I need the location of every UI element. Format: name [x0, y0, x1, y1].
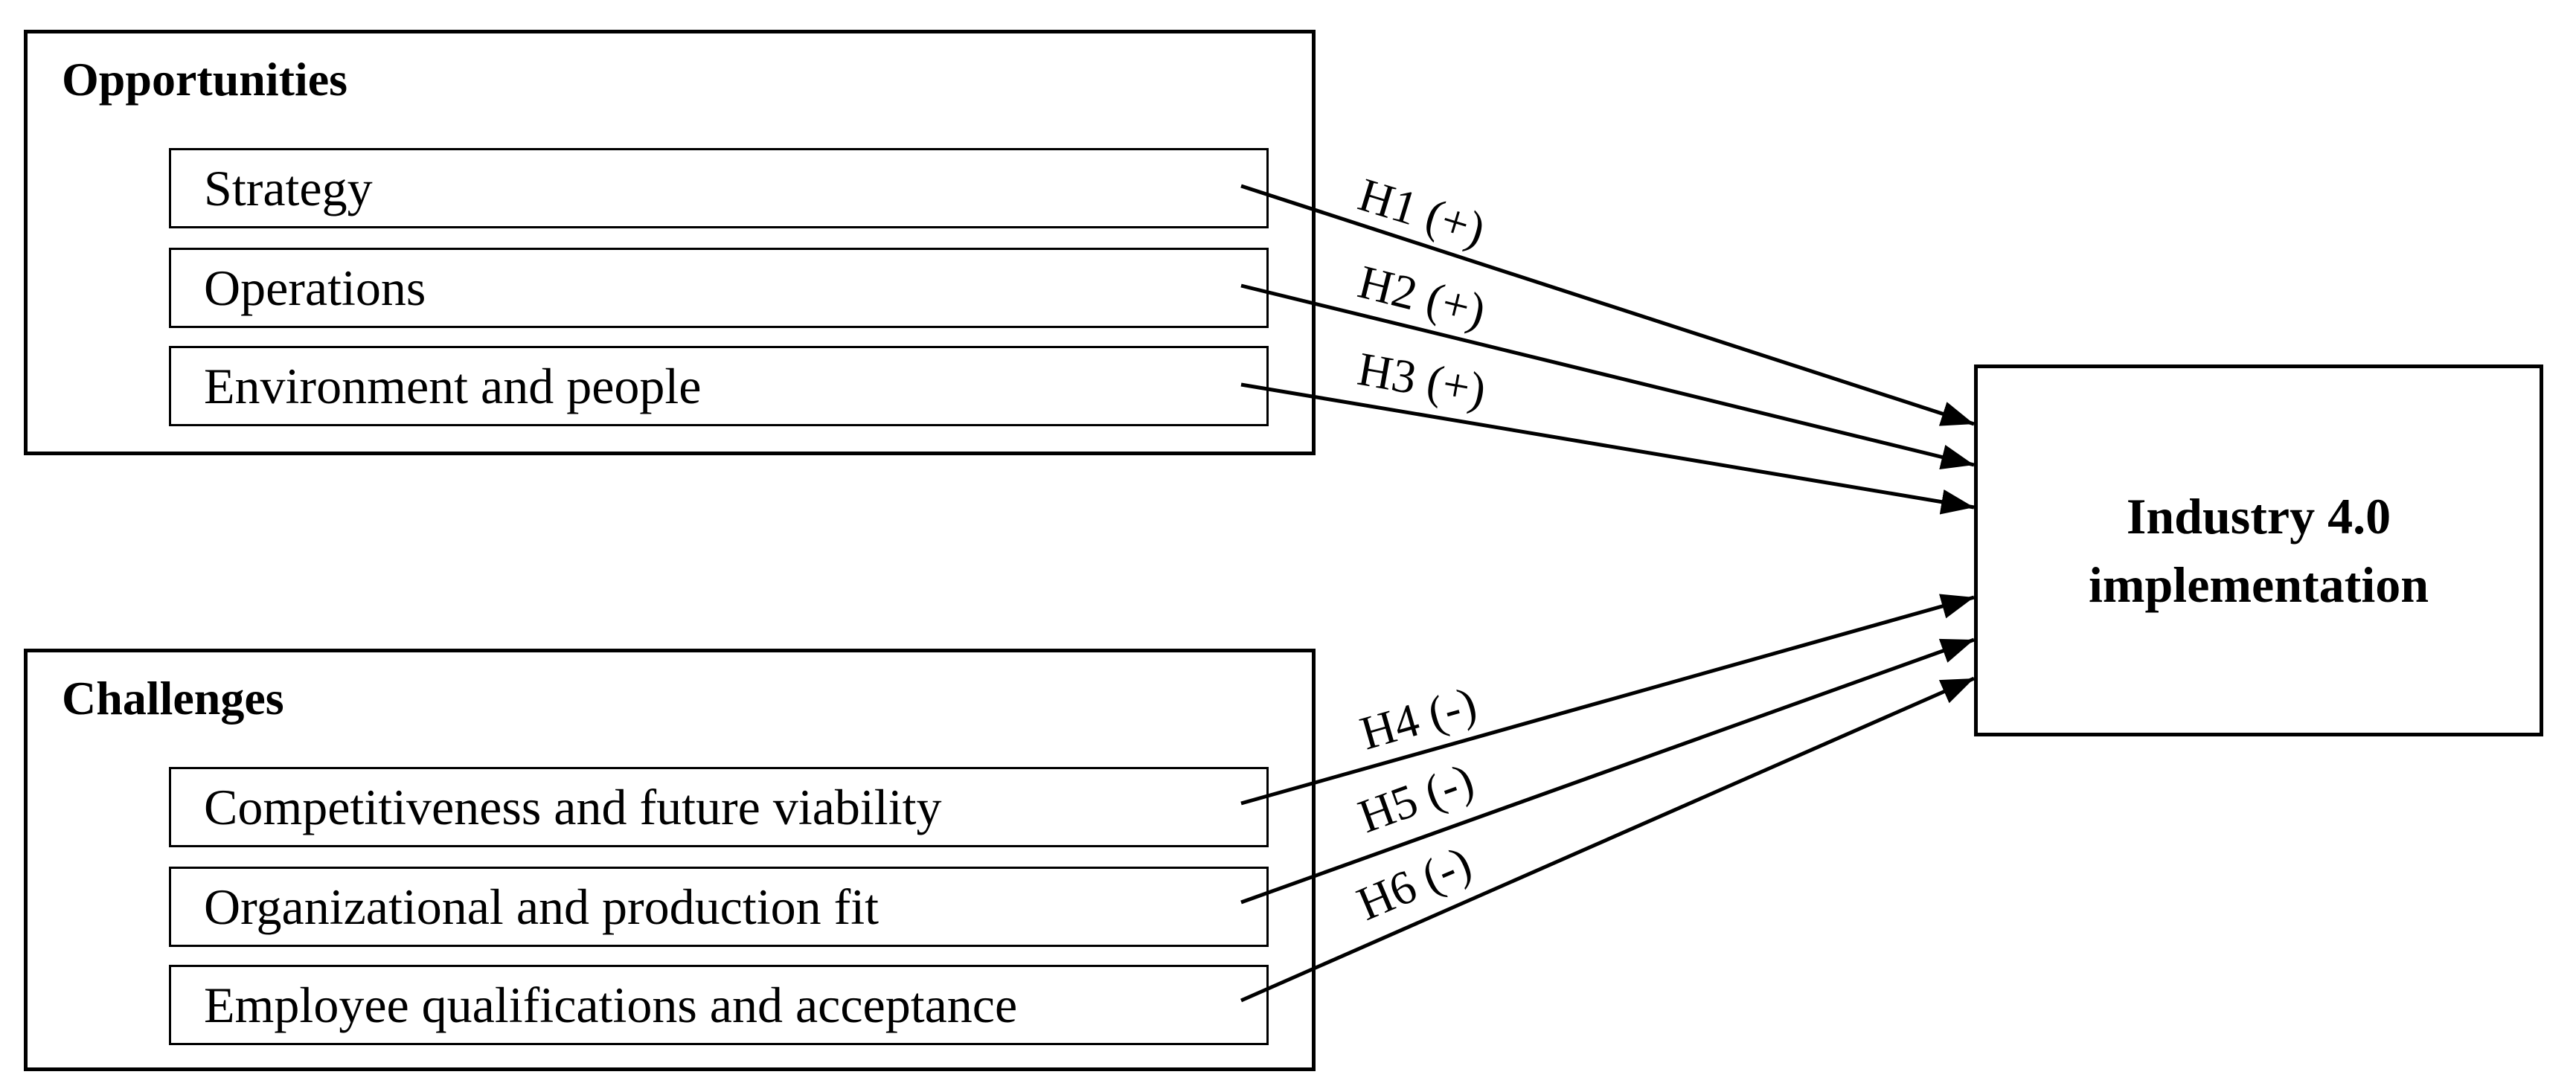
industry-4-0-implementation-box: Industry 4.0 implementation: [1974, 364, 2543, 736]
employee-qualifications-box: Employee qualifications and acceptance: [169, 965, 1269, 1045]
h4-arrow: [1240, 594, 1975, 806]
competitiveness-label: Competitiveness and future viability: [204, 779, 942, 835]
employee-qualifications-label: Employee qualifications and acceptance: [204, 977, 1018, 1033]
h1-label: H1 (+): [1353, 167, 1491, 255]
operations-label: Operations: [204, 260, 426, 316]
environment-people-box: Environment and people: [169, 346, 1269, 426]
strategy-box: Strategy: [169, 148, 1269, 228]
h5-arrow: [1240, 637, 1975, 905]
challenges-title: Challenges: [62, 672, 284, 725]
h6-label: H6 (-): [1350, 836, 1478, 931]
opportunities-group: Opportunities Strategy Operations Enviro…: [24, 30, 1316, 455]
challenges-group: Challenges Competitiveness and future vi…: [24, 649, 1316, 1071]
outcome-line-1: Industry 4.0: [2126, 488, 2391, 545]
competitiveness-box: Competitiveness and future viability: [169, 767, 1269, 847]
organizational-fit-box: Organizational and production fit: [169, 867, 1269, 947]
strategy-label: Strategy: [204, 160, 373, 216]
outcome-line-2: implementation: [2088, 556, 2429, 613]
organizational-fit-label: Organizational and production fit: [204, 879, 880, 935]
h1-arrow: [1240, 184, 1975, 426]
outcome-label: Industry 4.0 implementation: [2089, 482, 2429, 619]
h6-arrow: [1240, 676, 1976, 1003]
h2-arrow: [1240, 283, 1975, 470]
operations-box: Operations: [169, 248, 1269, 328]
opportunities-title: Opportunities: [62, 53, 348, 106]
h2-label: H2 (+): [1353, 255, 1491, 338]
h4-label: H4 (-): [1354, 677, 1482, 760]
h3-arrow: [1240, 382, 1975, 515]
environment-people-label: Environment and people: [204, 358, 702, 414]
